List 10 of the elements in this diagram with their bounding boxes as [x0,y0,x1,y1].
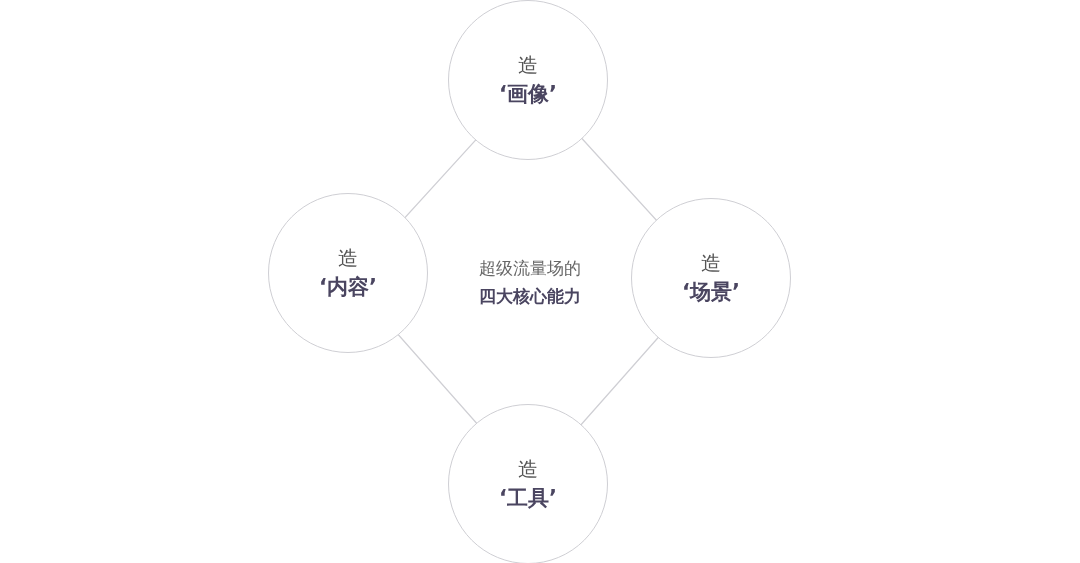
verb-label: 造 [701,250,721,277]
verb-label: 造 [518,52,538,79]
capability-label: ‘内容’ [319,274,377,301]
subtitle-text: 超级流量场的 [478,257,581,280]
title-text: 四大核心能力 [478,285,581,308]
capability-label: ‘场景’ [682,279,740,306]
capability-label: ‘画像’ [499,81,557,108]
verb-label: 造 [518,456,538,483]
capability-label: ‘工具’ [499,485,557,512]
verb-label: 造 [338,245,358,272]
